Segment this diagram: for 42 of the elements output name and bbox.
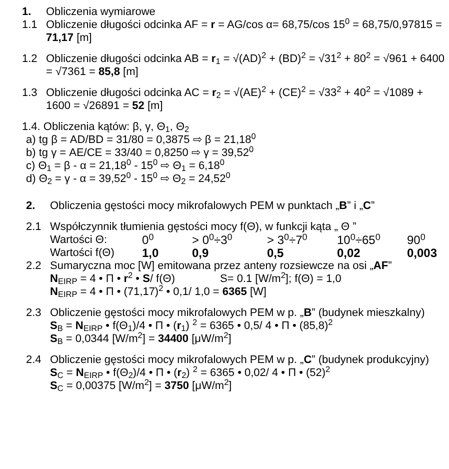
table-value: 0,003 [407, 247, 438, 260]
item-number: 2.1 [26, 221, 42, 234]
section-number: 2. [26, 200, 36, 213]
calculation-text: Współczynnik tłumienia gęstości mocy f(Θ), w funkcji kąta „ Θ ” [50, 221, 358, 234]
table-value: 0,5 [267, 247, 285, 260]
calculation-line: 1.4. Obliczenia kątów: β, γ, Θ$_{1}$, Θ$_{2}$ [22, 121, 190, 134]
formula-line: S$_{B}$ = N$_{EIRP}$ • f(Θ$_{1}$)/4 • Π • (r$_{1}$) $^{2}$ = 6365 • 0,5/ 4 • Π • (85,8)$^{2}$ [50, 320, 333, 333]
table-value: 90$^{0}$ [407, 234, 426, 247]
item-number: 1.1 [22, 19, 38, 32]
table-value: 0,9 [192, 247, 210, 260]
table-value: 1,0 [142, 247, 160, 260]
table-value: 10$^{0}$÷65$^{0}$ [337, 234, 382, 247]
calculation-text: Sumaryczna moc [W] emitowana przez anteny rozsiewcze na osi „AF” [50, 260, 393, 272]
formula-line: N$_{EIRP}$ = 4 • Π • r$^{2}$ • S/ f(Θ) [50, 273, 176, 286]
calculation-line: b) tg γ = AE/CE = 33/40 = 0,8250 ⇨ γ = 39,52$^{0}$ [26, 147, 255, 159]
formula-note: S= 0.1 [W/m$^{2}$]; f(Θ) = 1,0 [220, 273, 342, 286]
section-number: 1. [22, 6, 32, 19]
calculation-text: Obliczenie długości odcinka AB = r$_{1}$ = √(AD)$^{2}$ + (BD)$^{2}$ = √31$^{2}$ + 80$^{2}$ = √961 + 6400 = √7361 = 85,8 [m] [46, 53, 445, 79]
item-number: 2.2 [26, 260, 42, 273]
item-number: 1.2 [22, 53, 38, 66]
section-heading: Obliczenia wymiarowe [46, 6, 156, 19]
calculation-line: c) Θ$_{1}$ = β - α = 21,18$^{0}$ - 15$^{0}$ ⇨ Θ$_{1}$ = 6,18$^{0}$ [26, 160, 226, 173]
formula-line: S$_{C}$ = 0,00375 [W/m$^{2}$] = 3750 [μW/m$^{2}$] [50, 380, 233, 393]
table-row-header: Wartości f(Θ) [50, 247, 116, 260]
calculation-line: d) Θ$_{2}$ = γ - α = 39,52$^{0}$ - 15$^{0}$ ⇨ Θ$_{2}$ = 24,52$^{0}$ [26, 173, 232, 186]
calculation-line: a) tg β = AD/BD = 31/80 = 0,3875 ⇨ β = 21,18$^{0}$ [26, 134, 257, 146]
formula-line: N$_{EIRP}$ = 4 • Π • (71,17)$^{2}$ • 0,1/ 1,0 = 6365 [W] [50, 286, 266, 299]
item-number: 2.4 [26, 354, 42, 367]
calculation-text: Obliczenie długości odcinka AC = r$_{2}$ = √(AE)$^{2}$ + (CE)$^{2}$ = √33$^{2}$ + 40$^{2}$ = √1089 + 1600 = √26891 = 52 [m] [46, 87, 424, 113]
table-row-header: Wartości Θ: [50, 234, 108, 247]
section-heading: Obliczenia gęstości mocy mikrofalowych PEM w punktach „B” i „C” [50, 200, 376, 213]
table-value: 0,02 [337, 247, 362, 260]
formula-line: S$_{C}$ = N$_{EIRP}$ • f(Θ$_{2}$)/4 • Π • (r$_{2}$) $^{2}$ = 6365 • 0,02/ 4 • Π • (52)$^{2}$ [50, 367, 330, 380]
table-value: > 0$^{0}$÷3$^{0}$ [192, 234, 232, 247]
table-value: > 3$^{0}$÷7$^{0}$ [267, 234, 308, 247]
calculation-text: Obliczenie długości odcinka AF = r = AG/cos α= 68,75/cos 15$^{0}$ = 68,75/0,97815 = 71,17 [m] [46, 19, 443, 45]
item-number: 2.3 [26, 307, 42, 320]
item-number: 1.3 [22, 87, 38, 100]
table-value: 0$^{0}$ [142, 234, 155, 247]
calculation-text: Obliczenie gęstości mocy mikrofalowych PEM w p. „B” (budynek mieszkalny) [50, 307, 426, 319]
formula-line: S$_{B}$ = 0,0344 [W/m$^{2}$] = 34400 [μW/m$^{2}$] [50, 333, 232, 346]
calculation-text: Obliczenie gęstości mocy mikrofalowych PEM w p. „C” (budynek produkcyjny) [50, 354, 430, 366]
